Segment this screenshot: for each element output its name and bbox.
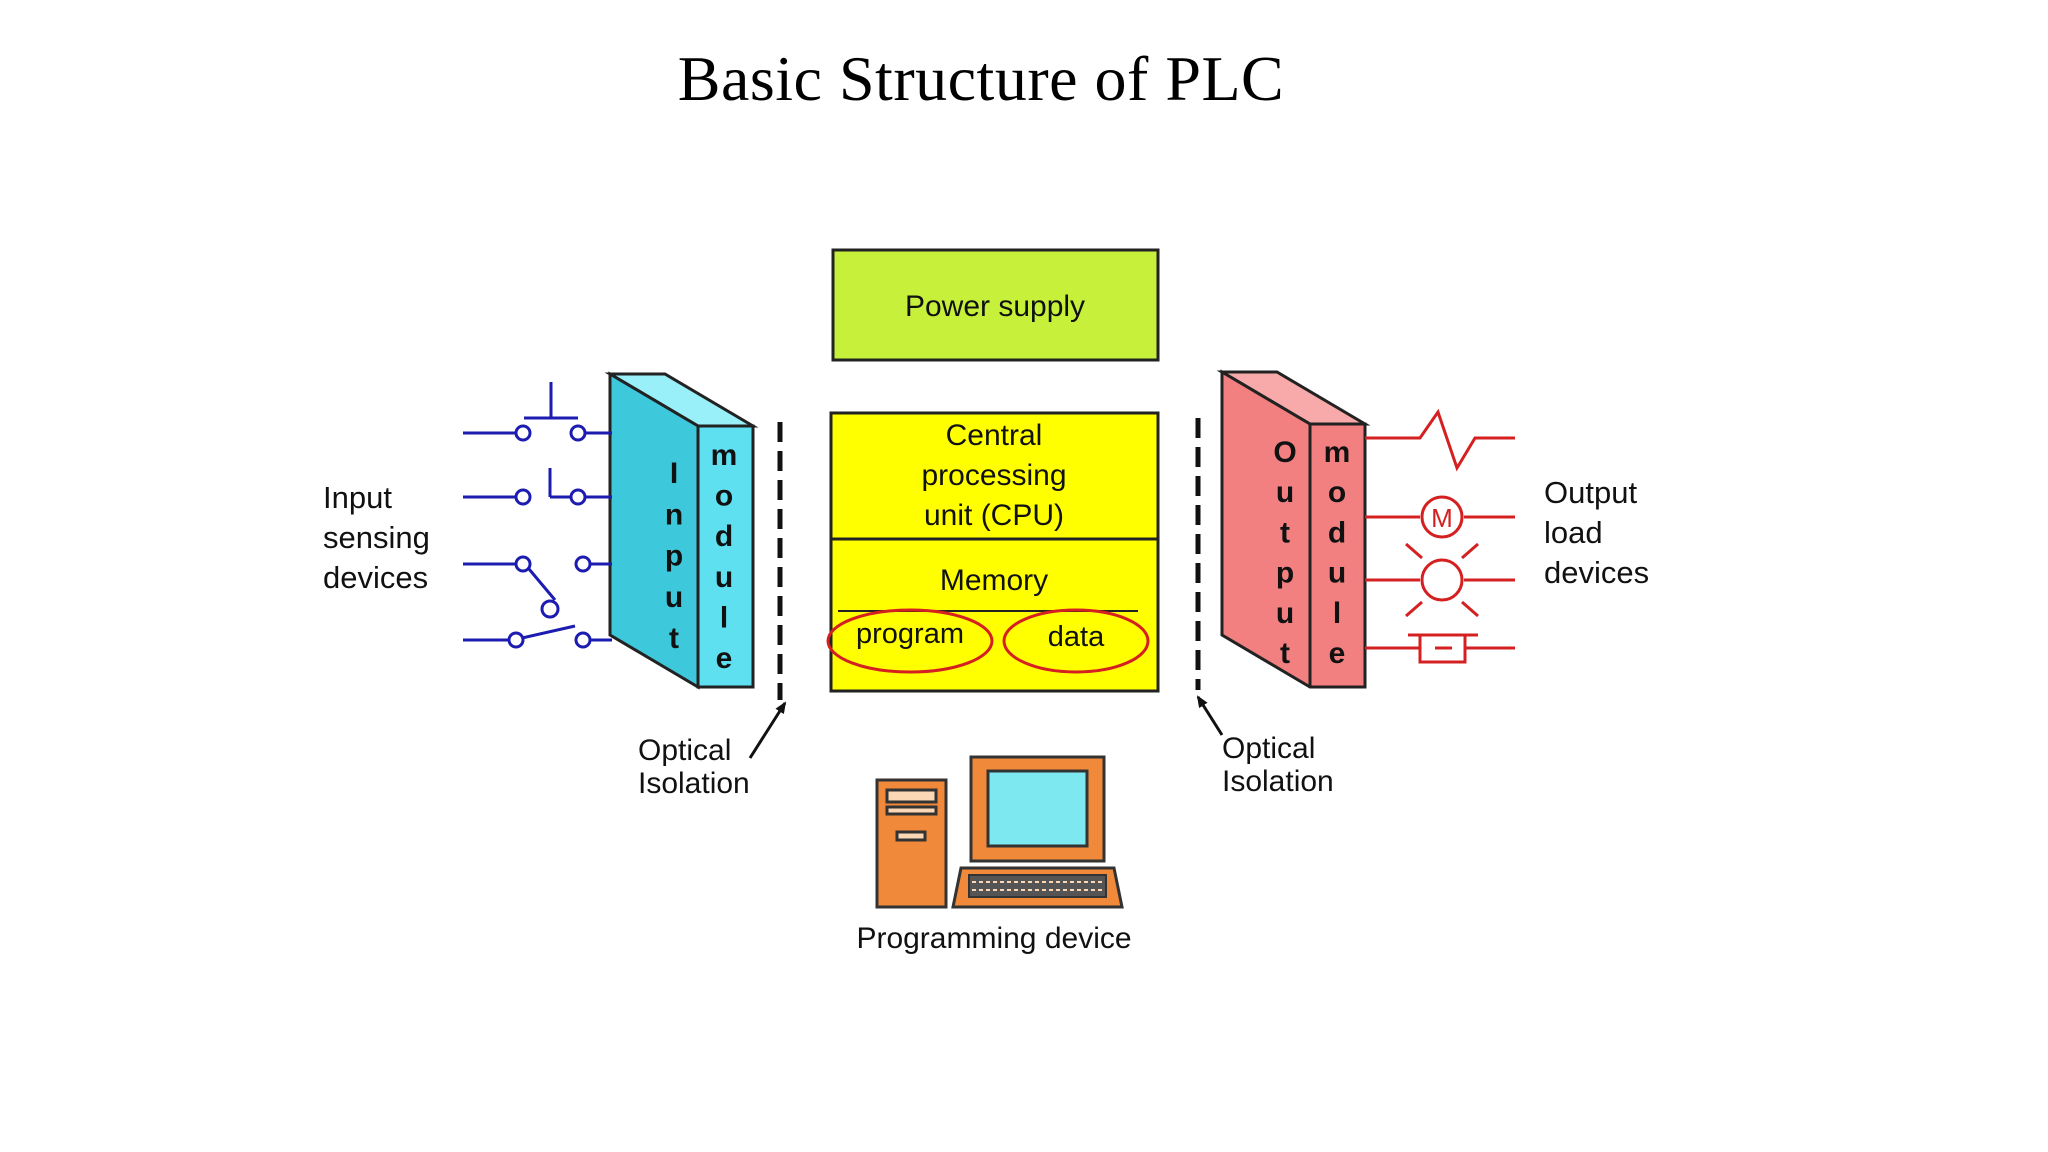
programming-device-label: Programming device	[856, 922, 1131, 955]
optical-isolation-right-line1: Optical	[1222, 732, 1315, 765]
input-devices-label-line1: Input	[323, 480, 392, 515]
cpu-label-line2: processing	[921, 459, 1066, 492]
motor-symbol: M	[1431, 503, 1453, 533]
output-devices	[1365, 408, 1515, 664]
output-devices-label-line3: devices	[1544, 555, 1649, 590]
module-letter: O	[1273, 436, 1296, 469]
data-ellipse	[1002, 608, 1150, 674]
module-letter: t	[1280, 637, 1290, 670]
module-letter: e	[1329, 637, 1346, 670]
module-letter: m	[1324, 436, 1351, 469]
module-letter: d	[1328, 516, 1346, 549]
module-letter: o	[715, 480, 733, 513]
power-supply-label: Power supply	[905, 290, 1085, 323]
slide-title: Basic Structure of PLC	[677, 43, 1285, 114]
input-module-letters-input: Input	[665, 457, 683, 655]
module-letter: e	[716, 642, 733, 675]
module-letter: l	[1333, 597, 1341, 630]
module-letter: m	[711, 439, 738, 472]
input-switches	[463, 382, 612, 649]
module-letter: l	[720, 601, 728, 634]
output-module	[1216, 369, 1371, 689]
module-letter: u	[1276, 597, 1294, 630]
optical-isolation-left-line1: Optical	[638, 734, 731, 767]
module-letter: t	[1280, 516, 1290, 549]
lamp-icon	[1420, 558, 1464, 602]
program-ellipse	[826, 608, 994, 674]
optical-isolation-arrow-left	[748, 701, 787, 759]
cpu-block: Central processing unit (CPU)	[829, 411, 1160, 693]
data-label: data	[1048, 621, 1105, 653]
memory-label: Memory	[940, 564, 1048, 597]
program-label: program	[856, 618, 964, 650]
output-devices-label-line1: Output	[1544, 475, 1637, 510]
keyboard-keys	[972, 881, 1104, 891]
module-letter: d	[715, 520, 733, 553]
power-supply-block: Power supply	[831, 248, 1160, 362]
module-letter: u	[665, 581, 683, 614]
module-letter: u	[715, 561, 733, 594]
module-letter: p	[665, 540, 683, 573]
motor-icon	[1420, 495, 1464, 539]
module-letter: o	[1328, 476, 1346, 509]
optical-isolation-arrow-right	[1196, 695, 1224, 736]
input-devices-label-line2: sensing	[323, 520, 430, 555]
module-letter: I	[670, 457, 678, 490]
input-devices-label-line3: devices	[323, 560, 428, 595]
module-letter: n	[665, 498, 683, 531]
output-module-letters-output: Output	[1273, 436, 1296, 670]
input-module	[604, 371, 759, 690]
output-devices-label-line2: load	[1544, 515, 1603, 550]
computer-icon	[875, 755, 1124, 909]
optical-isolation-right-line2: Isolation	[1222, 765, 1334, 798]
memory-block: Memory program data	[826, 564, 1150, 674]
cpu-label-line3: unit (CPU)	[924, 499, 1064, 532]
module-letter: t	[669, 622, 679, 655]
module-letter: p	[1276, 557, 1294, 590]
module-letter: u	[1328, 557, 1346, 590]
cpu-label-line1: Central	[946, 419, 1043, 452]
optical-isolation-left-line2: Isolation	[638, 767, 750, 800]
module-letter: u	[1276, 476, 1294, 509]
